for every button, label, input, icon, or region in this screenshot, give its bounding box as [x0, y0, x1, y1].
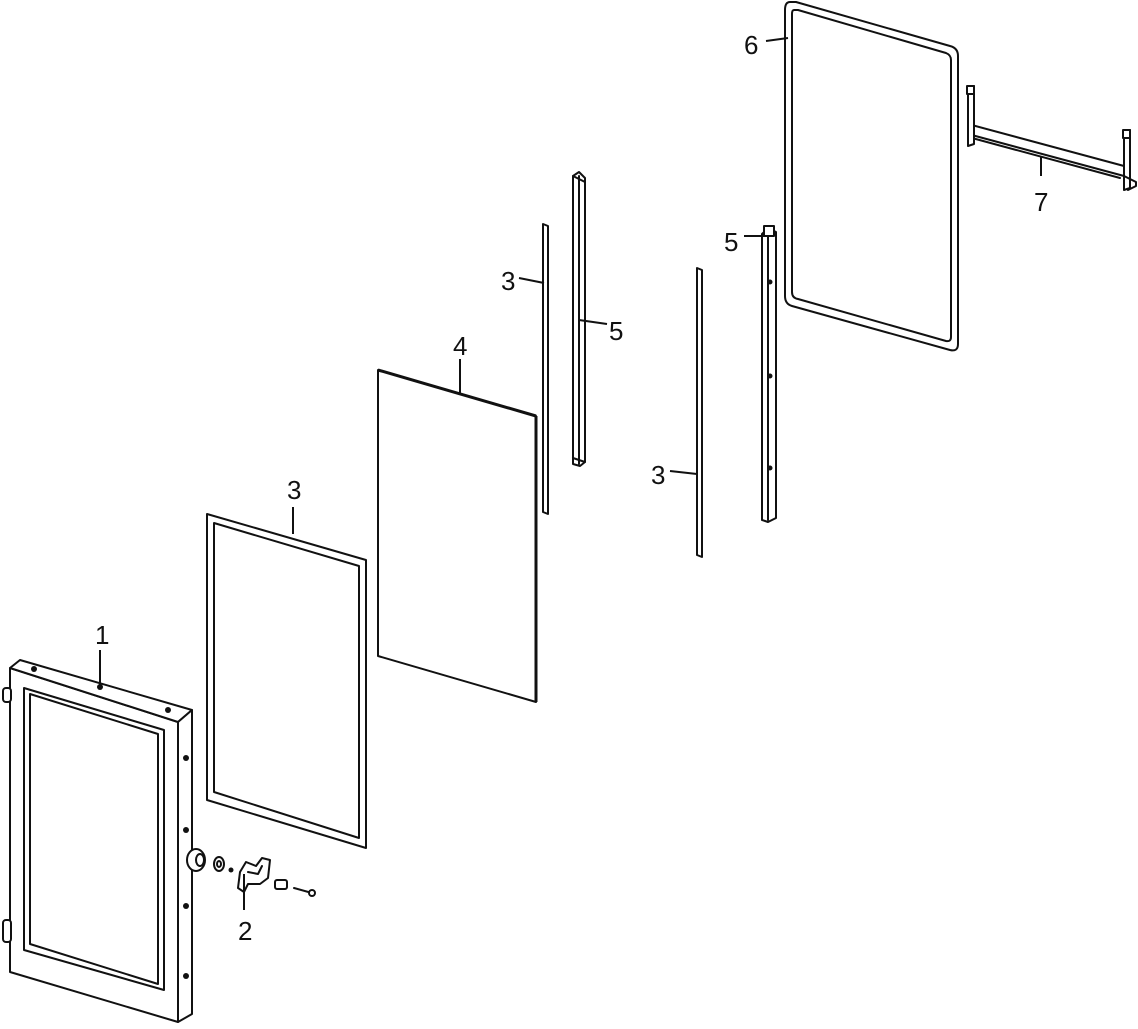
callout-labels: 1 2 3 4 3 5 3 5 6 7	[95, 30, 1048, 946]
side-rail-mid-part	[572, 171, 586, 467]
callout-3-gasket-right: 3	[651, 460, 665, 490]
leader-lines	[99, 37, 1042, 910]
glass-panel-part	[377, 368, 538, 703]
door-frame-part	[2, 659, 206, 1023]
callout-1: 1	[95, 620, 109, 650]
callout-2: 2	[238, 916, 252, 946]
callout-7: 7	[1034, 187, 1048, 217]
side-rail-right-part	[761, 225, 777, 523]
cross-bracket-part	[966, 85, 1137, 191]
gasket-frame-part	[206, 513, 367, 849]
callout-3-gasket-mid: 3	[501, 266, 515, 296]
inner-frame-part	[784, 1, 959, 352]
callout-5-rail-mid: 5	[609, 316, 623, 346]
latch-assembly-part	[213, 856, 316, 897]
callout-4: 4	[453, 331, 467, 361]
callout-6: 6	[744, 30, 758, 60]
callout-3-gasket-frame: 3	[287, 475, 301, 505]
gasket-strip-mid-part	[542, 223, 549, 515]
callout-5-rail-right: 5	[724, 227, 738, 257]
gasket-strip-right-part	[696, 267, 703, 558]
